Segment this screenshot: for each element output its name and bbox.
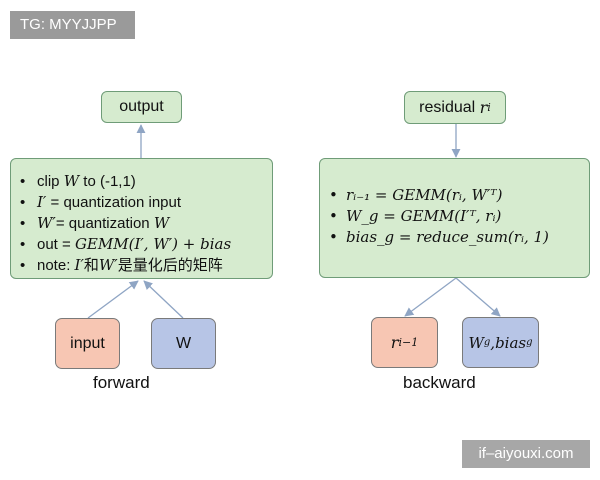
input-label: input: [70, 334, 105, 352]
backward-caption: backward: [403, 373, 476, 392]
backward-step: bias_g = reduce_sum(rᵢ, 1): [326, 227, 589, 248]
arrow-input-to-forward: [87, 280, 139, 319]
output-node: output: [101, 91, 182, 123]
forward-step: clip W to (-1,1): [17, 171, 272, 192]
tag-label: TG: MYYJJPP: [10, 11, 135, 39]
forward-step: I′ = quantization input: [17, 192, 272, 213]
residual-text: residual: [419, 98, 476, 116]
residual-math: r: [479, 98, 488, 117]
backward-steps-box: rᵢ₋₁ = GEMM(rᵢ, W′ᵀ) W_g = GEMM(I′ᵀ, rᵢ)…: [319, 158, 590, 278]
w-label: W: [175, 334, 192, 352]
forward-step: W′= quantization W: [17, 213, 272, 234]
w-node: W: [151, 318, 216, 369]
forward-steps-list: clip W to (-1,1) I′ = quantization input…: [17, 171, 272, 276]
forward-step: note: I′和W′是量化后的矩阵: [17, 255, 272, 276]
arrow-backward-to-wg: [455, 277, 501, 317]
backward-steps-list: rᵢ₋₁ = GEMM(rᵢ, W′ᵀ) W_g = GEMM(I′ᵀ, rᵢ)…: [326, 185, 589, 248]
arrow-w-to-forward: [143, 280, 184, 319]
backward-step: rᵢ₋₁ = GEMM(rᵢ, W′ᵀ): [326, 185, 589, 206]
residual-sub: i: [487, 101, 491, 114]
forward-step: out = GEMM(I′, W′) + bias: [17, 234, 272, 255]
watermark: if–aiyouxi.com: [462, 440, 590, 468]
arrow-backward-to-r: [404, 277, 457, 317]
input-node: input: [55, 318, 120, 369]
forward-caption: forward: [93, 373, 150, 392]
backward-step: W_g = GEMM(I′ᵀ, rᵢ): [326, 206, 589, 227]
forward-steps-box: clip W to (-1,1) I′ = quantization input…: [10, 158, 273, 279]
output-label: output: [119, 98, 164, 115]
